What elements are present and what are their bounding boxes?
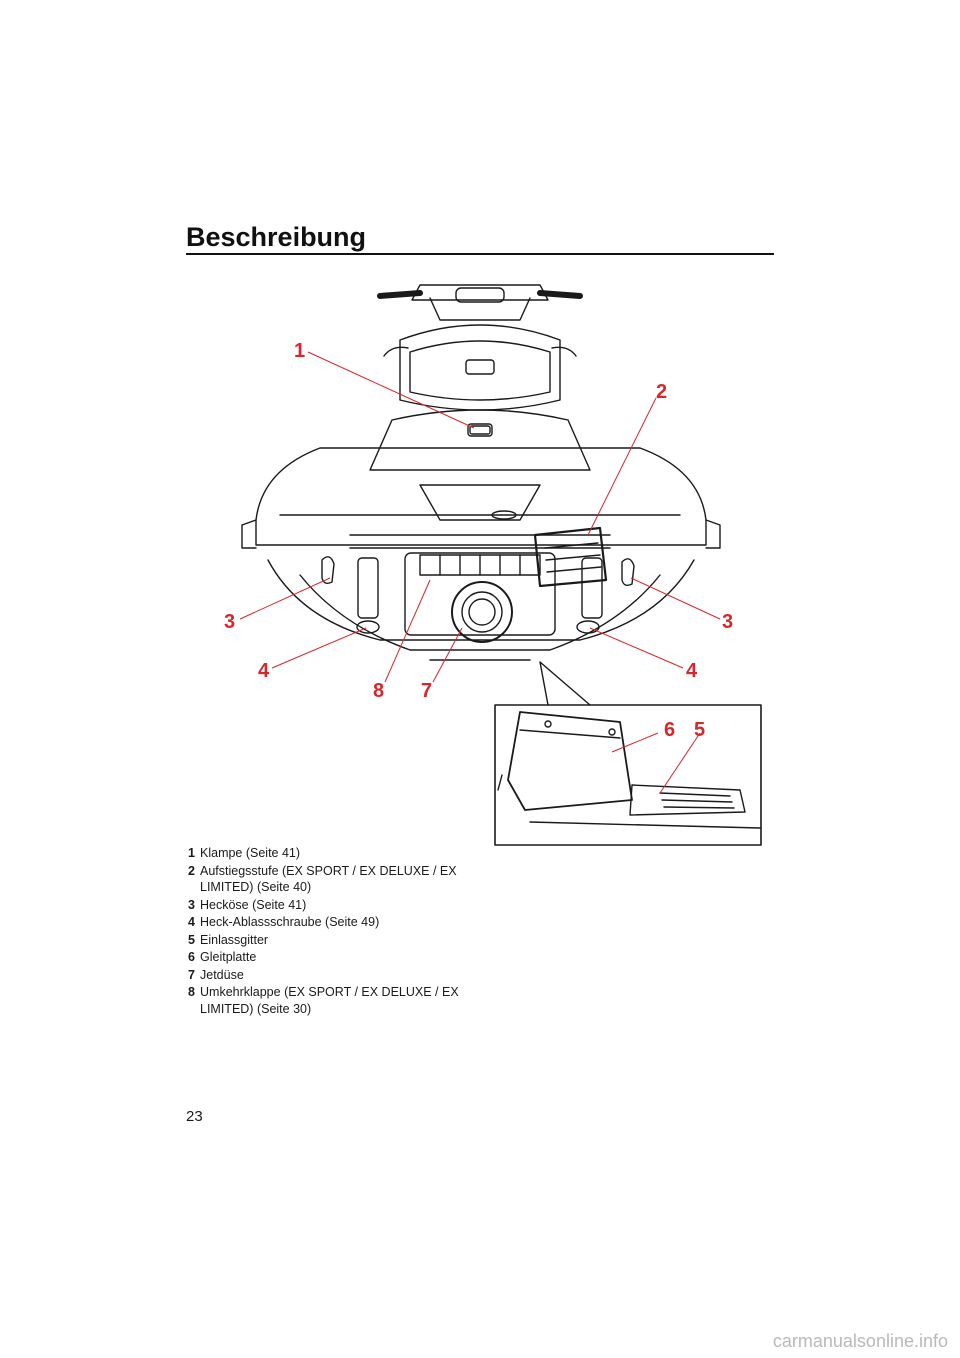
page-title: Beschreibung (186, 222, 367, 252)
legend-text: Einlassgitter (200, 932, 269, 947)
callout-5: 5 (694, 719, 705, 741)
watermark: carmanualsonline.info (772, 1331, 948, 1351)
callout-8: 8 (373, 680, 384, 702)
legend-item: 8 Umkehrklappe (EX SPORT / EX DELUXE / E… (188, 984, 488, 1017)
legend-number: 6 (188, 950, 195, 964)
legend-text: Gleitplatte (200, 950, 257, 964)
legend-item: 6 Gleitplatte (188, 949, 488, 966)
callout-3-right: 3 (722, 611, 733, 633)
legend-item: 2 Aufstiegsstufe (EX SPORT / EX DELUXE /… (188, 863, 488, 896)
legend-text: Jetdüse (200, 967, 244, 982)
legend-item: 5 Einlassgitter (188, 932, 488, 949)
title-divider (186, 253, 774, 255)
legend-number: 5 (188, 932, 195, 947)
legend-item: 3 Hecköse (Seite 41) (188, 897, 488, 914)
legend-text: Klampe (Seite 41) (200, 846, 301, 860)
callout-4-left: 4 (258, 660, 270, 682)
callout-6: 6 (664, 719, 675, 741)
legend-text: Heck-Ablassschraube (Seite 49) (200, 915, 380, 929)
watercraft-rear-illustration: 1 2 3 3 4 4 8 7 6 5 (224, 284, 762, 846)
callout-1: 1 (294, 340, 305, 362)
callout-4-right: 4 (686, 660, 698, 682)
legend-item: 4 Heck-Ablassschraube (Seite 49) (188, 914, 488, 931)
legend-number: 8 (188, 985, 195, 999)
legend-text: Aufstiegsstufe (EX SPORT / EX DELUXE / E… (200, 863, 457, 895)
parts-legend: 1 Klampe (Seite 41) 2 Aufstiegsstufe (EX… (188, 845, 488, 1018)
legend-text: Umkehrklappe (EX SPORT / EX DELUXE / EX … (200, 985, 459, 1016)
legend-number: 3 (188, 897, 195, 912)
page-number: 23 (186, 1108, 203, 1125)
legend-number: 7 (188, 967, 195, 982)
callout-3-left: 3 (224, 611, 235, 633)
callout-7: 7 (421, 680, 432, 702)
callout-2: 2 (656, 381, 667, 403)
legend-text: Hecköse (Seite 41) (200, 897, 307, 912)
legend-item: 1 Klampe (Seite 41) (188, 845, 488, 862)
legend-number: 1 (188, 846, 195, 860)
legend-number: 2 (188, 863, 195, 878)
legend-item: 7 Jetdüse (188, 967, 488, 984)
legend-number: 4 (188, 915, 195, 929)
